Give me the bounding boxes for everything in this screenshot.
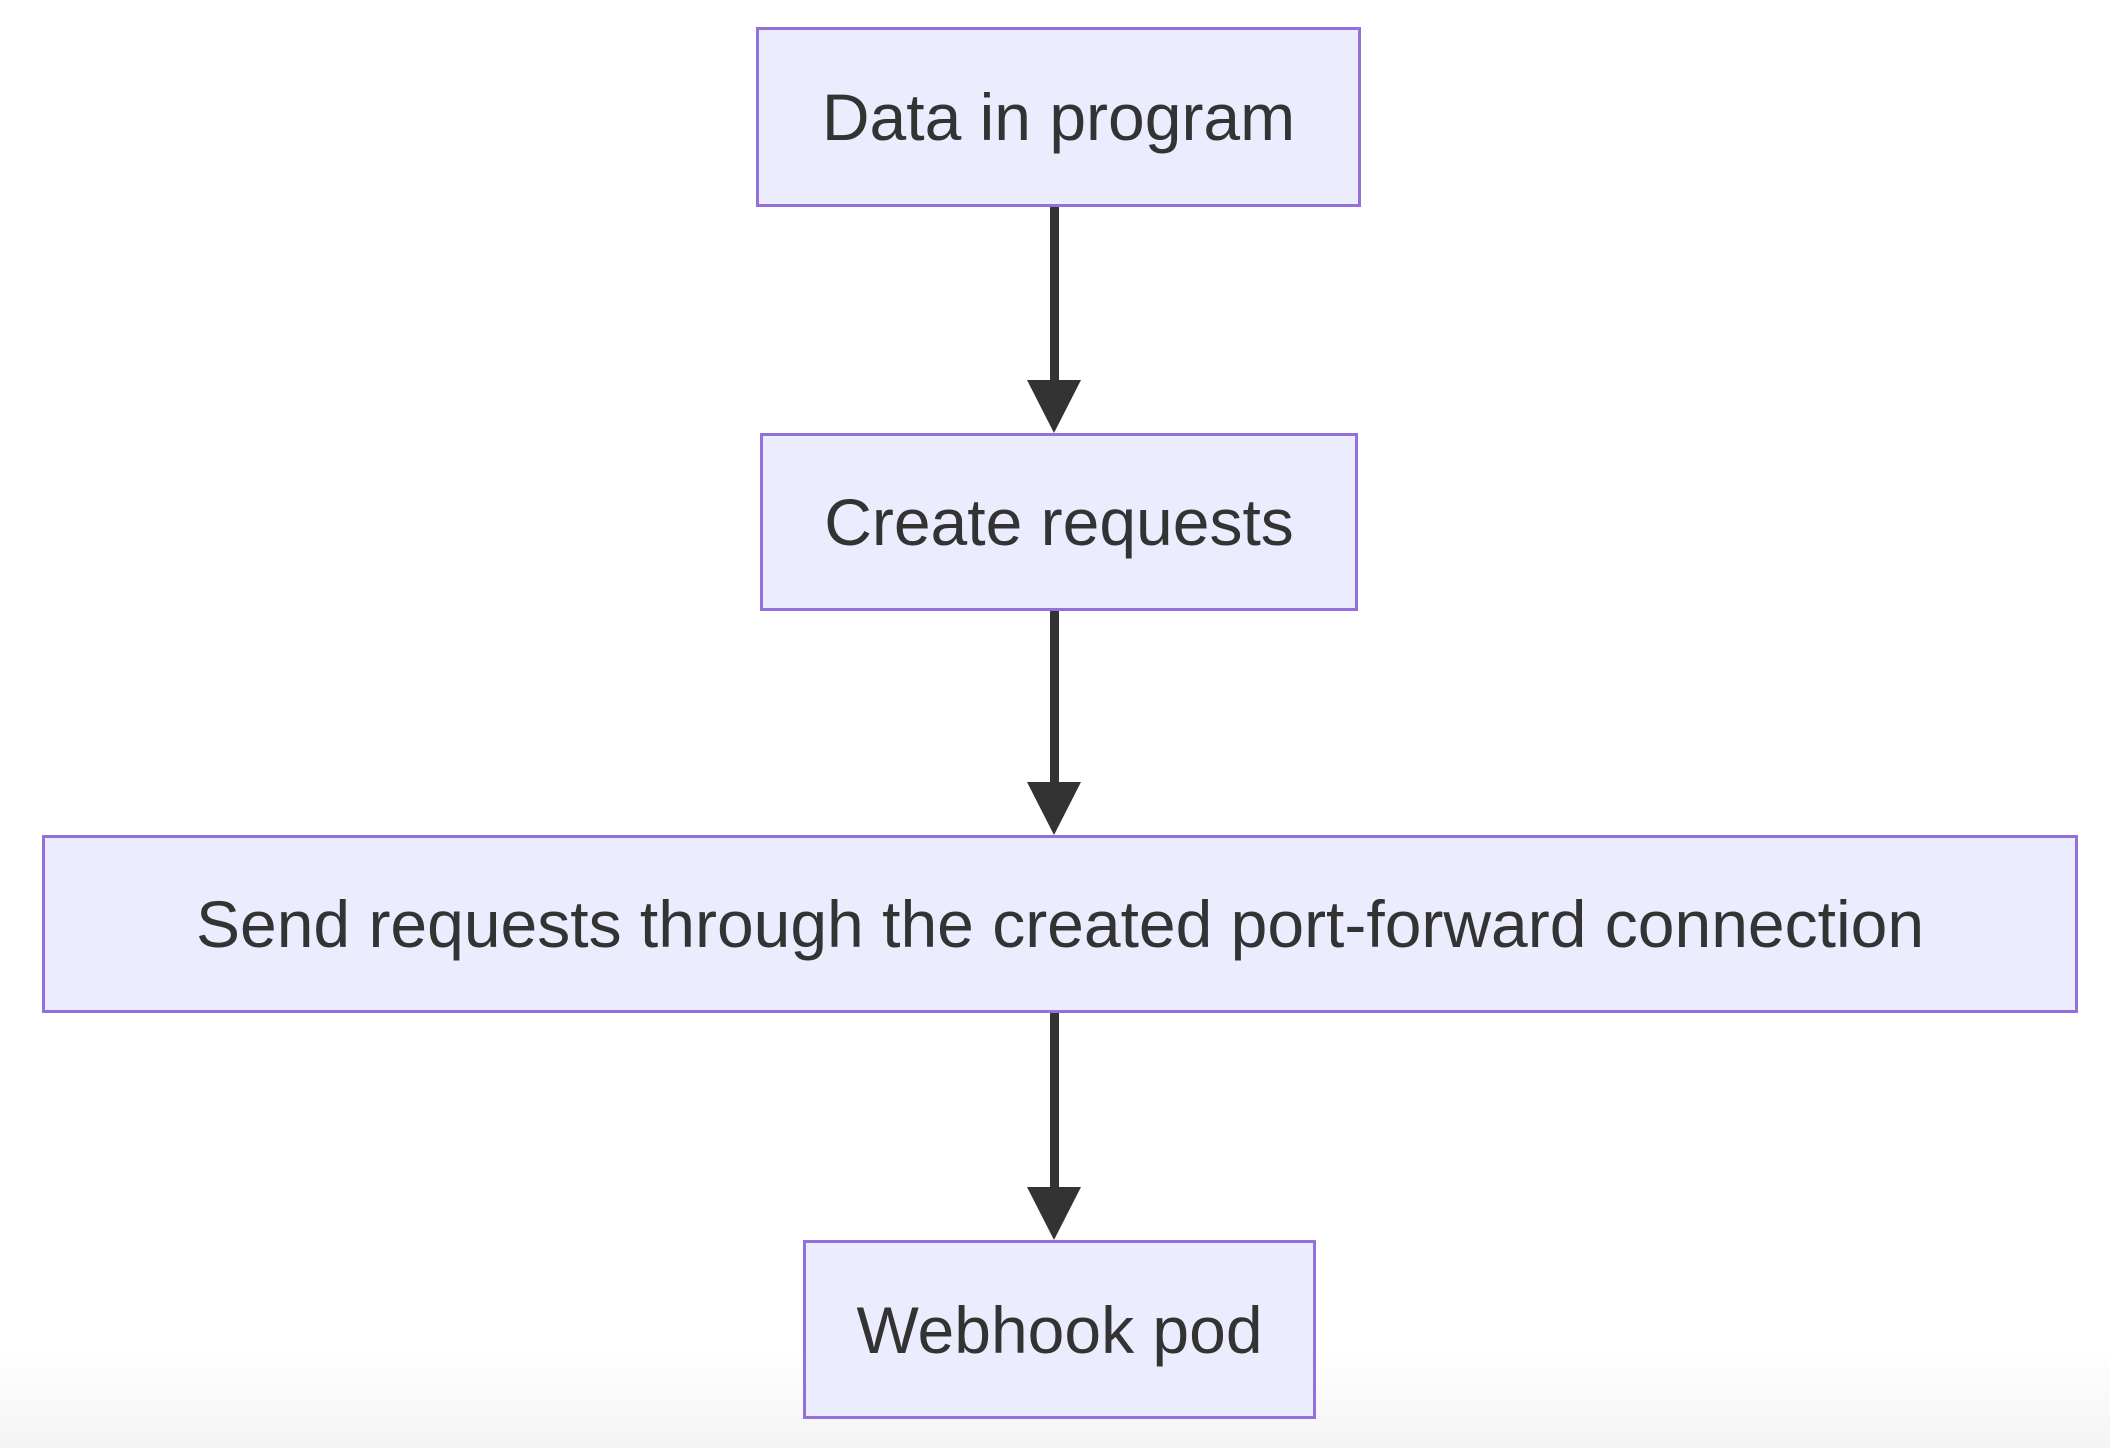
edge-line-2 [1050,611,1059,782]
arrowhead-down-icon [1027,1187,1081,1240]
node-label: Create requests [824,485,1294,559]
edge-line-3 [1050,1013,1059,1187]
node-label: Send requests through the created port-f… [195,887,1925,961]
edge-line-1 [1050,207,1059,380]
flowchart-node-webhook-pod: Webhook pod [803,1240,1316,1419]
flowchart-node-data-in-program: Data in program [756,27,1361,207]
arrowhead-down-icon [1027,380,1081,433]
flowchart-node-send-requests: Send requests through the created port-f… [42,835,2078,1013]
arrowhead-down-icon [1027,782,1081,835]
flowchart-node-create-requests: Create requests [760,433,1358,611]
node-label: Webhook pod [856,1292,1263,1367]
node-label: Data in program [821,80,1296,154]
